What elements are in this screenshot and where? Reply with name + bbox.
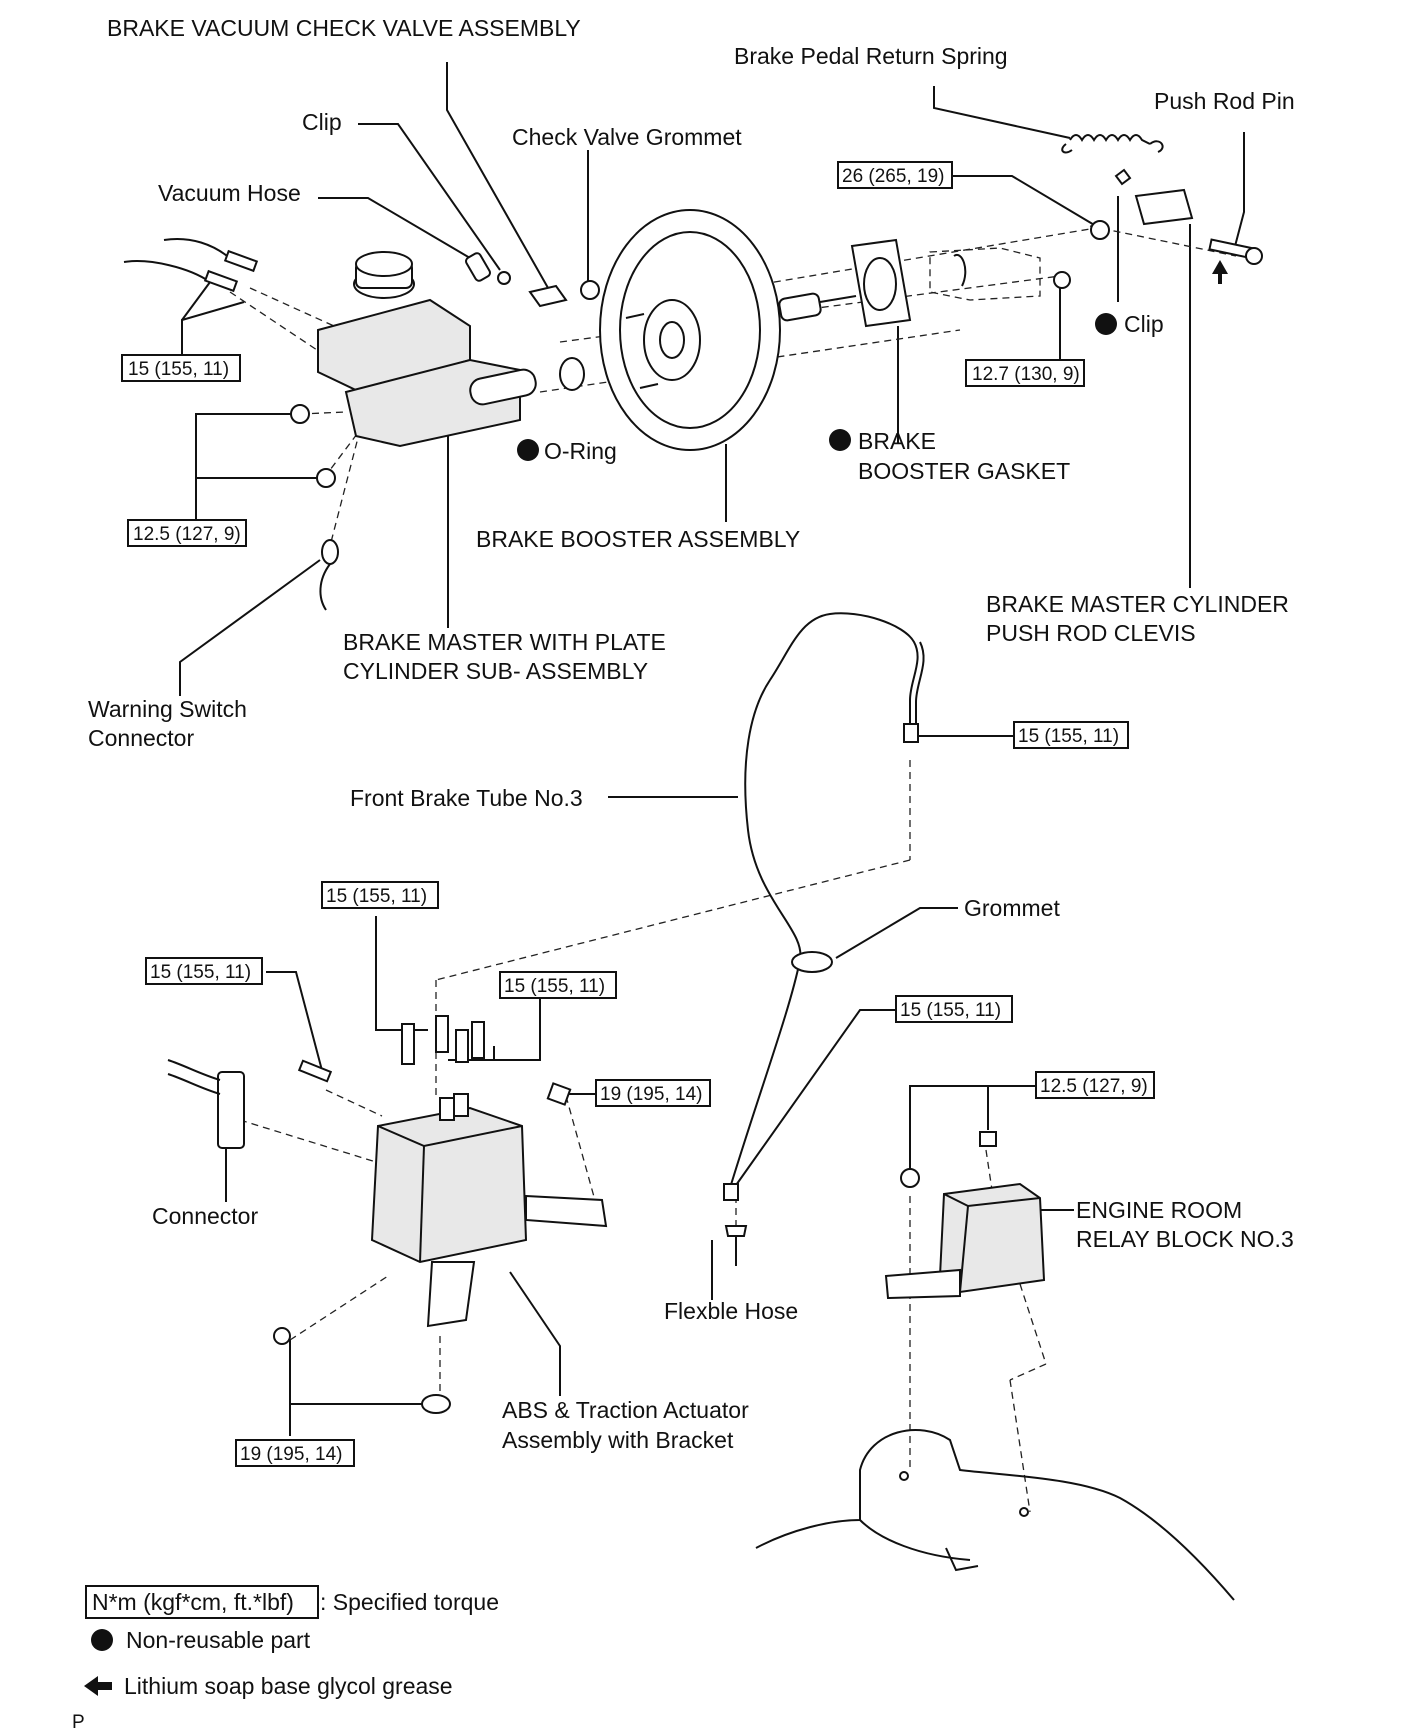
label-brake-booster-assembly: BRAKE BOOSTER ASSEMBLY	[476, 526, 800, 552]
torque-booster-nut: 26 (265, 19)	[842, 166, 944, 187]
label-connector: Connector	[152, 1203, 258, 1229]
label-grommet: Grommet	[964, 895, 1060, 921]
legend-grease-text: Lithium soap base glycol grease	[124, 1673, 453, 1699]
label-relay-block-1: ENGINE ROOM	[1076, 1197, 1242, 1223]
brake-booster	[599, 209, 857, 451]
torque-master-tube-fittings: 15 (155, 11)	[128, 359, 229, 380]
legend-torque-box: N*m (kgf*cm, ft.*lbf)	[92, 1589, 294, 1615]
labels: BRAKE VACUUM CHECK VALVE ASSEMBLY Brake …	[88, 15, 1295, 1453]
label-brake-vacuum-check-valve-assembly: BRAKE VACUUM CHECK VALVE ASSEMBLY	[107, 15, 581, 41]
torque-abs-lower-bolts: 19 (195, 14)	[240, 1444, 342, 1465]
nonreusable-mark-o-ring	[517, 439, 539, 461]
label-brake-booster-gasket-2: BOOSTER GASKET	[858, 458, 1070, 484]
label-abs-actuator-1: ABS & Traction Actuator	[502, 1397, 749, 1423]
legend: N*m (kgf*cm, ft.*lbf) : Specified torque…	[72, 1585, 499, 1733]
label-warning-switch-1: Warning Switch	[88, 696, 247, 722]
label-front-brake-tube: Front Brake Tube No.3	[350, 785, 583, 811]
label-push-rod-clevis-1: BRAKE MASTER CYLINDER	[986, 591, 1289, 617]
master-small-parts	[290, 252, 600, 611]
legend-torque-text: : Specified torque	[320, 1589, 499, 1615]
label-warning-switch-2: Connector	[88, 725, 194, 751]
flexible-hose	[724, 1225, 748, 1266]
label-abs-actuator-2: Assembly with Bracket	[502, 1427, 734, 1453]
brake-lines-top	[123, 238, 259, 293]
label-relay-block-2: RELAY BLOCK NO.3	[1076, 1226, 1294, 1252]
torque-flex-hose-fitting: 15 (155, 11)	[900, 1000, 1001, 1021]
label-check-valve-grommet: Check Valve Grommet	[512, 124, 742, 150]
torque-booster-clevis-nut: 12.7 (130, 9)	[972, 364, 1080, 385]
legend-grease-arrow	[84, 1676, 98, 1696]
torque-abs-center-fitting: 15 (155, 11)	[326, 886, 427, 907]
label-clip-right: Clip	[1124, 311, 1164, 337]
label-master-cylinder-2: CYLINDER SUB- ASSEMBLY	[343, 658, 648, 684]
torque-master-nuts: 12.5 (127, 9)	[133, 524, 241, 545]
torque-abs-left-fitting: 15 (155, 11)	[150, 962, 251, 983]
relay-block	[884, 1131, 1046, 1300]
torque-abs-bracket-bolt: 19 (195, 14)	[600, 1084, 702, 1105]
label-vacuum-hose: Vacuum Hose	[158, 180, 301, 206]
master-cylinder	[317, 251, 585, 448]
torque-boxes: 26 (265, 19) 15 (155, 11) 12.7 (130, 9) …	[121, 161, 1155, 1467]
label-push-rod-pin: Push Rod Pin	[1154, 88, 1295, 114]
legend-nonreusable-mark	[91, 1629, 113, 1651]
legend-grease-arrow-shaft	[98, 1682, 112, 1690]
nonreusable-mark-clip	[1095, 313, 1117, 335]
abs-actuator	[167, 1015, 608, 1414]
front-brake-tube	[723, 612, 925, 1201]
booster-gasket	[850, 238, 1041, 328]
torque-tube-upper-fitting: 15 (155, 11)	[1018, 726, 1119, 747]
label-brake-pedal-return-spring: Brake Pedal Return Spring	[734, 43, 1008, 69]
legend-nonreusable-text: Non-reusable part	[126, 1627, 311, 1653]
vehicle-body	[755, 1429, 1235, 1601]
torque-relay-block-bolts: 12.5 (127, 9)	[1040, 1076, 1148, 1097]
corner-mark: P	[72, 1712, 85, 1733]
nonreusable-mark-gasket	[829, 429, 851, 451]
label-push-rod-clevis-2: PUSH ROD CLEVIS	[986, 620, 1196, 646]
label-master-cylinder-1: BRAKE MASTER WITH PLATE	[343, 629, 666, 655]
pedal-parts	[1053, 134, 1263, 289]
torque-abs-right-fittings: 15 (155, 11)	[504, 976, 605, 997]
label-brake-booster-gasket-1: BRAKE	[858, 428, 936, 454]
label-clip-top: Clip	[302, 109, 342, 135]
label-flexible-hose: Flexble Hose	[664, 1298, 798, 1324]
label-o-ring: O-Ring	[544, 438, 617, 464]
